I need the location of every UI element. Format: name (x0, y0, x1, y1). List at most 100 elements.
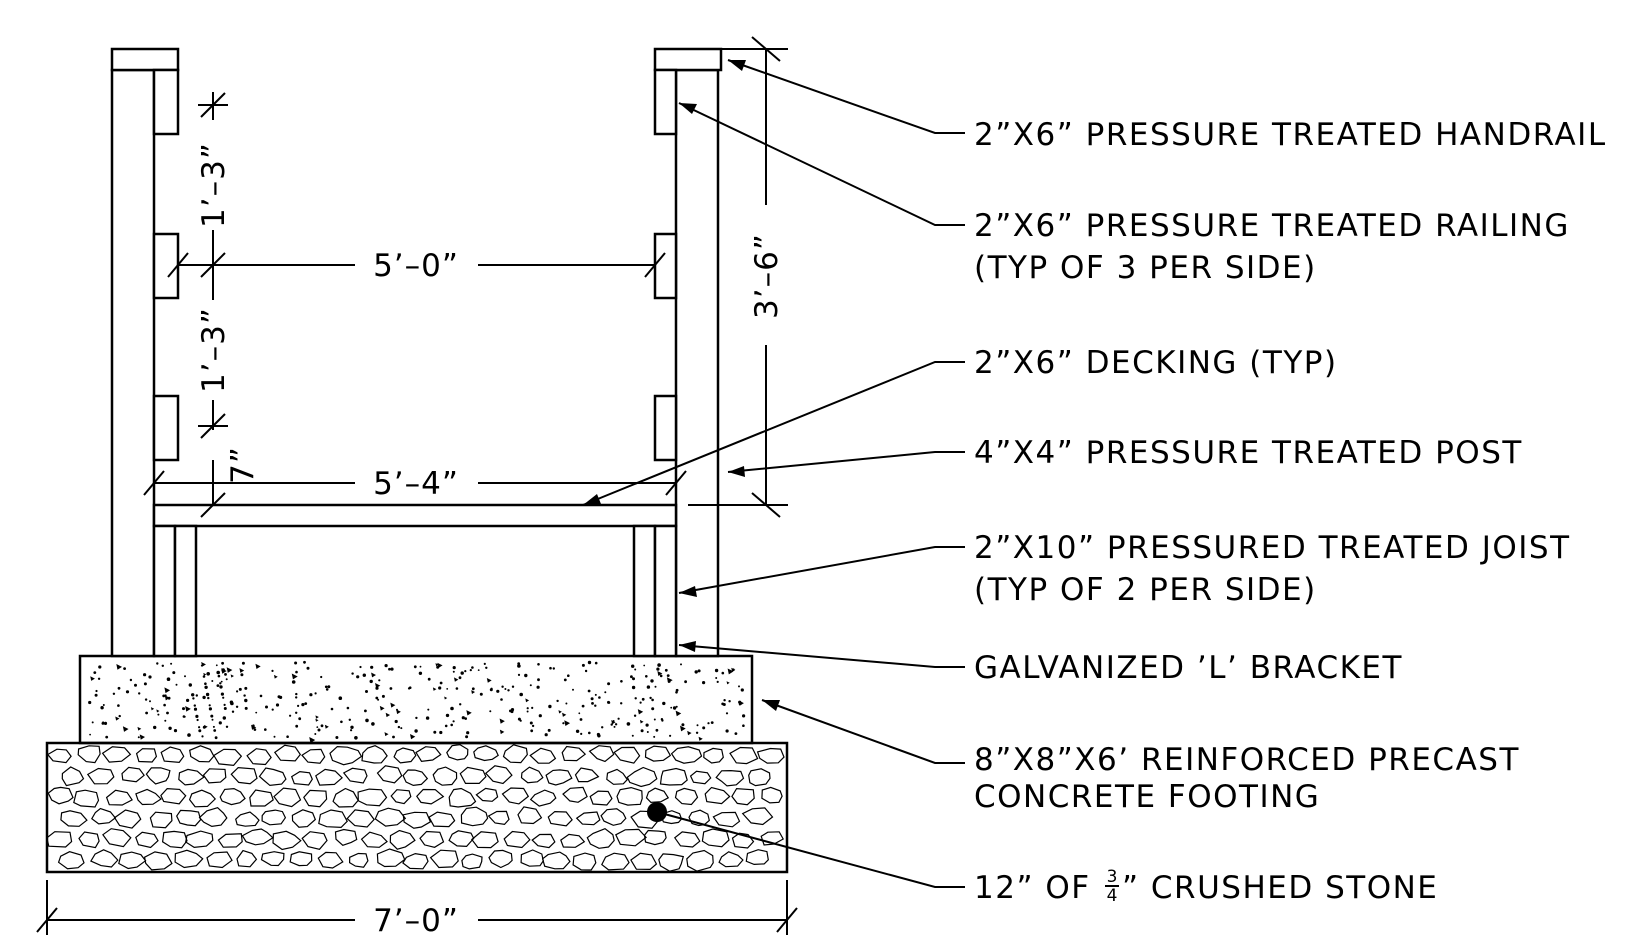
concrete-stipple (500, 698, 503, 701)
stone-cobble (547, 810, 573, 827)
concrete-stipple (477, 669, 480, 671)
concrete-stipple (580, 732, 583, 736)
concrete-stipple (167, 696, 171, 700)
concrete-stipple (728, 700, 731, 703)
concrete-stipple (351, 672, 354, 675)
concrete-stipple (348, 718, 351, 721)
concrete-stipple (721, 702, 725, 706)
concrete-stipple (666, 674, 670, 677)
stone-cobble (615, 828, 647, 847)
concrete-stipple (530, 729, 534, 733)
stone-cobble (670, 746, 703, 764)
stone-cobble (135, 748, 158, 763)
concrete-stipple (646, 731, 649, 733)
concrete-stipple (216, 684, 220, 687)
stone-cobble (616, 786, 643, 806)
concrete-stipple (437, 662, 443, 668)
concrete-stipple (552, 667, 555, 670)
concrete-footing (78, 654, 754, 745)
concrete-stipple (204, 682, 207, 685)
stone-cobble (643, 829, 667, 846)
dim-label-rail-spacing-upper: 1’–3” (196, 142, 232, 228)
concrete-stipple (112, 692, 116, 695)
concrete-stipple (684, 680, 687, 684)
concrete-stipple (371, 722, 375, 726)
concrete-stipple (362, 673, 366, 677)
concrete-stipple (394, 719, 398, 724)
stone-cobble (198, 807, 228, 828)
stone-cobble (246, 748, 272, 766)
concrete-stipple (499, 729, 505, 735)
label-stone-frac-num: 3 (1107, 867, 1118, 887)
stone-cobble (348, 852, 369, 868)
stone-cobble (315, 768, 343, 786)
concrete-stipple (103, 721, 108, 726)
stone-cobble (416, 788, 445, 805)
concrete-stipple (596, 732, 601, 737)
concrete-stipple (738, 703, 742, 706)
concrete-stipple (537, 678, 540, 682)
concrete-stipple (225, 678, 228, 681)
label-bracket: GALVANIZED ’L’ BRACKET (974, 650, 1403, 686)
concrete-stipple (173, 729, 178, 733)
label-decking: 2”X6” DECKING (TYP) (974, 345, 1338, 381)
stone-cobble (601, 852, 630, 871)
label-stone-suffix: ” CRUSHED STONE (1122, 870, 1438, 906)
concrete-stipple (666, 677, 673, 683)
stone-cobble (273, 787, 302, 808)
concrete-stipple (95, 689, 98, 693)
concrete-stipple (611, 720, 616, 725)
stone-cobble (213, 748, 243, 767)
concrete-stipple (464, 670, 467, 673)
dim-clear-width: 5’–0” (167, 248, 666, 284)
concrete-stipple (433, 730, 437, 734)
stone-cobble (249, 789, 274, 807)
concrete-stipple (213, 729, 217, 732)
concrete-stipple (681, 723, 685, 727)
stone-cobble (160, 787, 187, 805)
concrete-stipple (567, 674, 570, 677)
concrete-stipple (453, 677, 459, 682)
stone-cobble (712, 811, 741, 828)
stone-cobble (393, 747, 417, 764)
concrete-stipple (145, 711, 149, 715)
concrete-stipple (742, 714, 746, 718)
concrete-stipple (185, 706, 191, 712)
concrete-stipple (212, 725, 215, 728)
concrete-stipple (680, 725, 686, 732)
concrete-stipple (350, 729, 353, 732)
concrete-stipple (427, 708, 430, 711)
concrete-stipple (614, 723, 618, 726)
stone-cobble (589, 790, 613, 806)
stone-cobble (361, 745, 388, 764)
concrete-stipple (297, 704, 300, 708)
concrete-stipple (198, 729, 202, 733)
concrete-stipple (620, 680, 623, 683)
leader-lines (582, 59, 965, 888)
concrete-stipple (98, 665, 102, 669)
stone-cobble (102, 828, 132, 848)
concrete-stipple (115, 716, 120, 721)
stone-cobble (541, 851, 571, 870)
concrete-stipple (370, 665, 374, 669)
concrete-stipple (230, 674, 234, 678)
concrete-stipple (590, 697, 594, 701)
concrete-stipple (651, 707, 655, 711)
concrete-stipple (439, 681, 443, 685)
concrete-stipple (384, 664, 388, 668)
stone-cobble (301, 748, 326, 764)
concrete-stipple (206, 672, 210, 676)
concrete-stipple (277, 695, 281, 699)
concrete-stipple (144, 698, 148, 701)
stone-cobble (731, 832, 755, 849)
concrete-stipple (452, 670, 455, 673)
concrete-stipple (377, 698, 380, 701)
stone-cobble (748, 768, 771, 787)
label-post: 4”X4” PRESSURE TREATED POST (974, 435, 1523, 471)
concrete-stipple (166, 677, 171, 681)
concrete-stipple (239, 668, 245, 673)
concrete-stipple (218, 721, 222, 725)
concrete-stipple (490, 687, 493, 690)
stone-cobble (529, 747, 557, 764)
concrete-stipple (202, 695, 206, 700)
